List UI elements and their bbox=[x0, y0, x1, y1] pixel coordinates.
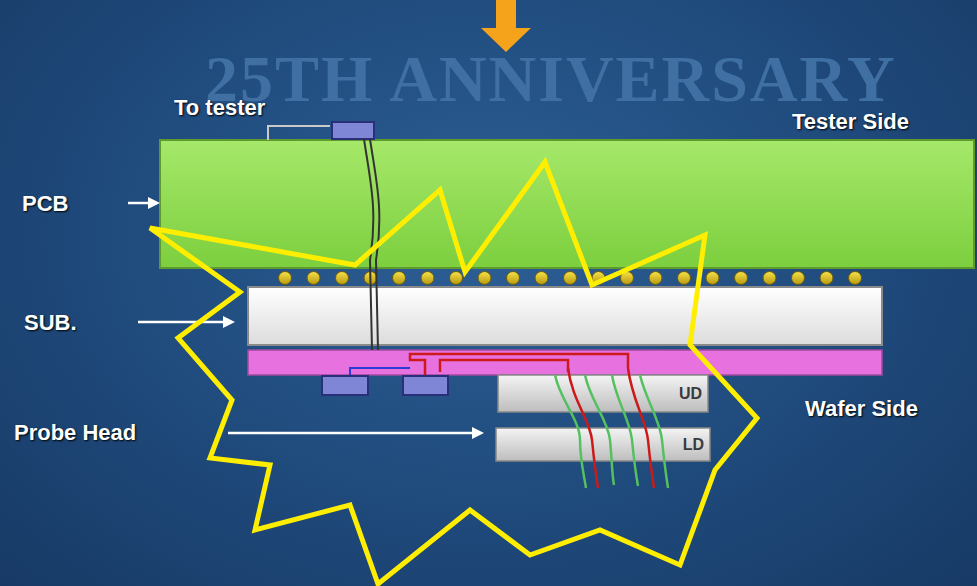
part-label: SUB. bbox=[24, 311, 77, 335]
part-label: Probe Head bbox=[14, 421, 136, 445]
part-label: PCB bbox=[22, 192, 68, 216]
upper-die bbox=[498, 375, 708, 412]
pcb-board bbox=[160, 140, 974, 268]
component-pad bbox=[403, 376, 448, 395]
upper-die-box: UD bbox=[498, 375, 708, 412]
component-pad bbox=[322, 376, 368, 395]
tester-pad bbox=[332, 122, 374, 139]
side-label: Wafer Side bbox=[805, 397, 918, 421]
die-label: LD bbox=[683, 436, 704, 454]
press-arrow bbox=[496, 0, 516, 30]
probe-needles bbox=[555, 368, 668, 488]
tester-leader bbox=[268, 126, 330, 140]
connection-label: To tester bbox=[174, 96, 265, 120]
lower-die-box: LD bbox=[496, 428, 710, 461]
solder-balls bbox=[279, 272, 862, 285]
impact-starburst bbox=[150, 162, 757, 584]
die-label: UD bbox=[679, 385, 702, 403]
substrate bbox=[248, 287, 882, 345]
watermark: 25TH ANNIVERSARY bbox=[205, 46, 897, 112]
side-label: Tester Side bbox=[792, 110, 909, 134]
lower-die bbox=[496, 428, 710, 461]
